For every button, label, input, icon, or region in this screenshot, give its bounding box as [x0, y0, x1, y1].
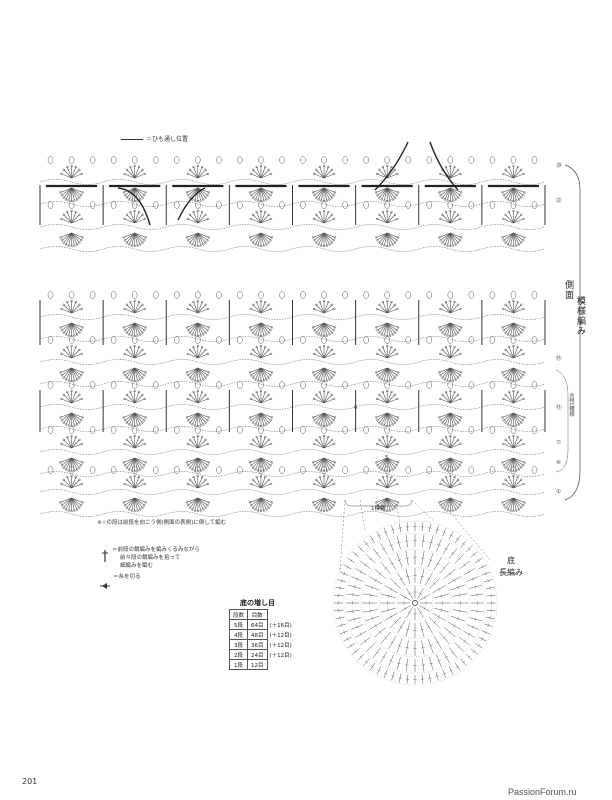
- bottom-title: 底: [507, 556, 515, 565]
- table-row: 1段 12目: [228, 659, 296, 670]
- bottom-stitch-label: 長編み: [499, 568, 523, 577]
- table-cell-inc: (＋12目): [269, 642, 292, 649]
- pattern-connector-lines: [339, 499, 491, 571]
- symbol-note-1: ＝前段の鎖編みを編みくるみながら: [112, 547, 200, 553]
- one-pattern-label: 1模様: [371, 506, 386, 512]
- drawstring-symbol: [121, 139, 143, 140]
- table-cell-row: 2段: [228, 649, 249, 660]
- table-cell-row: 5段: [228, 619, 249, 630]
- table-cell-inc: (＋12目): [269, 632, 292, 639]
- side-title: 側面: [563, 280, 573, 300]
- table-header: 段数: [228, 609, 249, 620]
- table-cell-inc: (＋16目): [269, 622, 292, 629]
- side-pattern-label: 模様編み: [575, 296, 585, 336]
- table-cell-row: 1段: [228, 659, 249, 670]
- row-number-6: 6: [354, 405, 358, 411]
- symbol-note-3: 細編みを編む: [120, 563, 154, 569]
- page-number: 201: [22, 777, 38, 786]
- table-cell-row: 4段: [228, 629, 249, 640]
- cut-yarn-icon: [100, 575, 110, 589]
- row-marker: ⑥: [556, 460, 561, 466]
- row-marker: ⑲: [556, 356, 562, 362]
- row-marker: ㉒: [556, 198, 562, 204]
- symbol-note-2: 前々段の鎖編みを拾って: [120, 555, 181, 561]
- table-cell-count: 24目: [247, 649, 268, 660]
- row-marker: ⑬: [556, 405, 562, 411]
- table-row: 3段 36目 (＋12目): [228, 639, 296, 650]
- increase-table-title: 底の増し目: [240, 599, 275, 607]
- front-post-stitch-icon: [101, 548, 109, 562]
- increase-table: 段数 目数 5段 64目 (＋16目) 4段 48目 (＋12目) 3段 36目…: [228, 609, 296, 670]
- repeat-note: 6段1模様: [568, 393, 574, 417]
- cut-note: ＝糸を切る: [113, 574, 141, 580]
- table-cell-count: 64目: [247, 619, 268, 630]
- table-row: 4段 48目 (＋12目): [228, 629, 296, 640]
- row-marker: ①: [556, 489, 561, 495]
- table-cell-count: 48目: [247, 629, 268, 640]
- row-number-5: 5: [385, 455, 389, 461]
- table-row: 5段 64目 (＋16目): [228, 619, 296, 630]
- bottom-round-chart: [332, 520, 498, 686]
- drawstring-label: ＝ひも通し位置: [146, 136, 189, 143]
- fold-note: ※☆の段は前段を向こう側(側面の表側)に倒して編む: [97, 520, 227, 526]
- table-row: 2段 24目 (＋12目): [228, 649, 296, 660]
- table-cell-row: 3段: [228, 639, 249, 650]
- table-cell-inc: [267, 660, 295, 670]
- table-header: 目数: [247, 609, 268, 620]
- table-cell-count: 12目: [247, 659, 268, 670]
- row-marker: ⑳: [556, 163, 562, 169]
- table-header-row: 段数 目数: [228, 609, 296, 620]
- table-cell-count: 36目: [247, 639, 268, 650]
- row-marker: ⑦: [556, 440, 561, 446]
- side-panel-chart: [39, 141, 581, 517]
- table-cell-inc: (＋12目): [269, 652, 292, 659]
- watermark: PassionForum.ru: [508, 787, 577, 797]
